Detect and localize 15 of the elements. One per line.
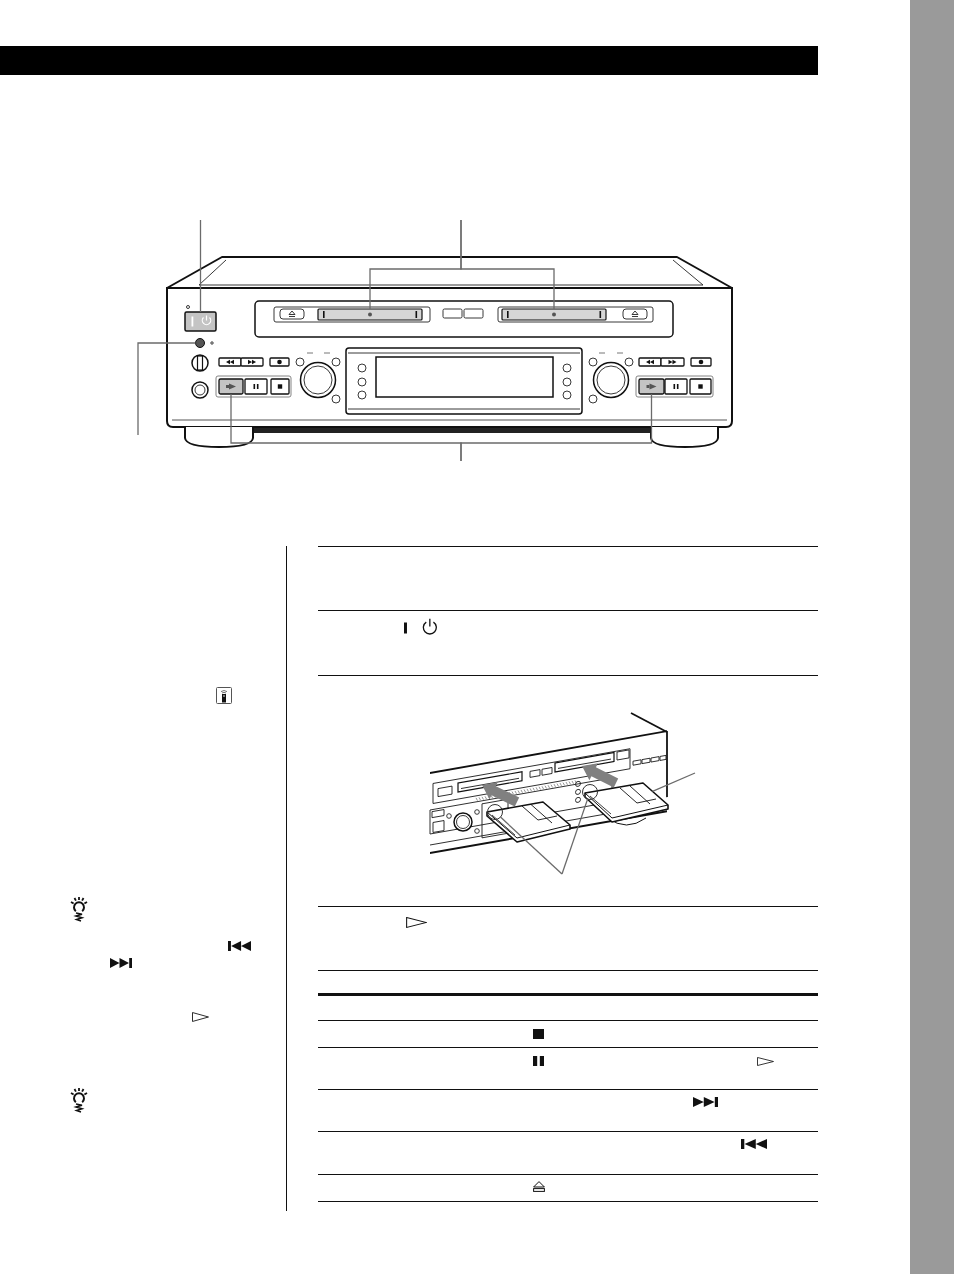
leader-line	[199, 219, 202, 313]
mark-circle	[582, 784, 598, 800]
leader-line	[651, 772, 696, 792]
mark-circle	[487, 804, 503, 820]
disc-slot	[317, 308, 423, 321]
leader-line	[460, 393, 653, 462]
leader-line	[561, 798, 589, 875]
leader-line	[499, 816, 563, 875]
leader-line	[137, 342, 197, 436]
disc-slot	[501, 308, 607, 321]
power-button	[184, 311, 217, 332]
leader-line	[460, 219, 555, 310]
round-button	[195, 338, 205, 348]
side-tab	[910, 0, 954, 1274]
minidisc	[584, 782, 669, 823]
